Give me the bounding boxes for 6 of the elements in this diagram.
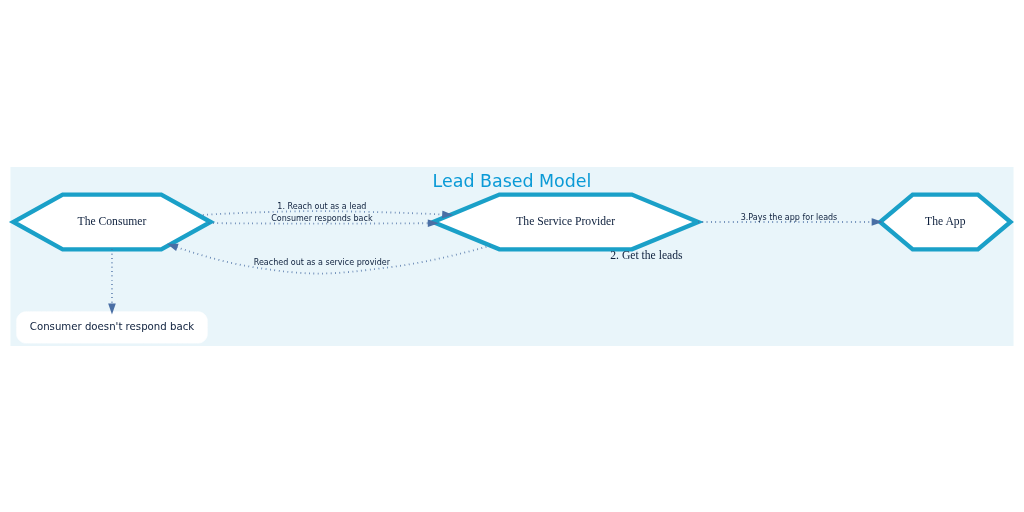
node-label: 2. Get the leads bbox=[610, 248, 683, 262]
arrow bbox=[108, 247, 116, 315]
arrow bbox=[697, 217, 883, 226]
diagram-title: Lead Based Model bbox=[432, 170, 592, 191]
node-box: Consumer doesn't respond back bbox=[16, 310, 208, 343]
arrow bbox=[167, 243, 492, 274]
